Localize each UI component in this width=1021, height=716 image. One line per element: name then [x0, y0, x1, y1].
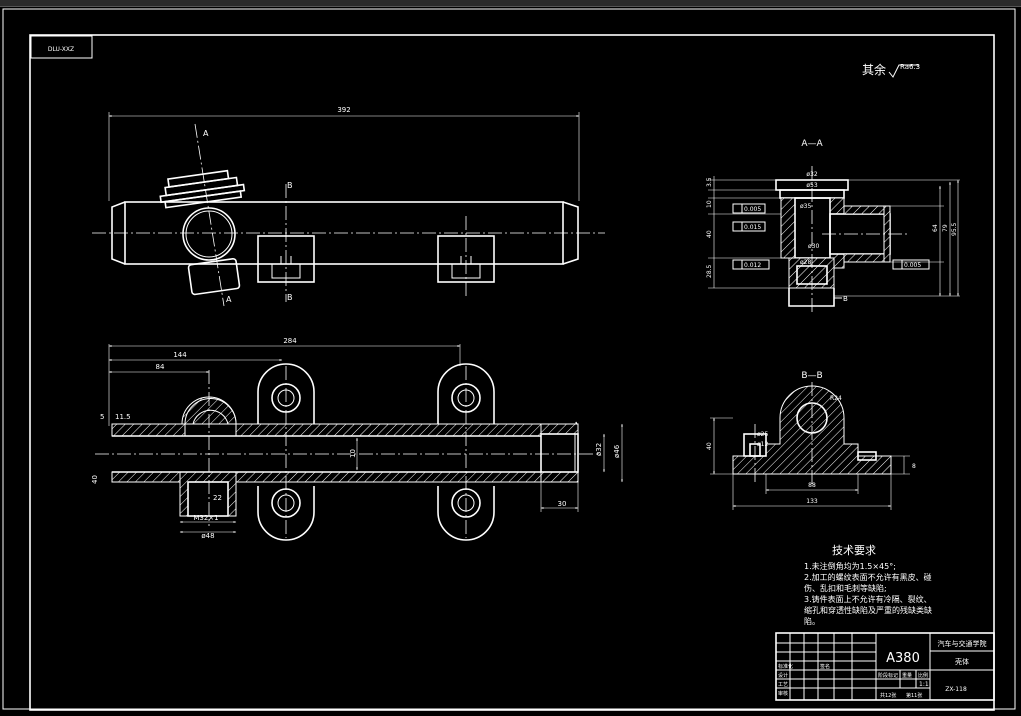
- roughness-note: 其余: [862, 62, 886, 77]
- tb-sheet-no: 第11张: [906, 692, 922, 699]
- tb-approver: 工艺: [778, 682, 788, 688]
- tb-material: A380: [886, 651, 920, 666]
- aa-dim-inner-1: ø35: [800, 203, 811, 210]
- dim-284: 284: [283, 337, 297, 345]
- tb-scale: 1:1: [919, 681, 929, 688]
- aa-tol-4: 0.005: [904, 262, 921, 269]
- tab-id-text: DLU-XXZ: [48, 46, 74, 53]
- dim-30: 30: [558, 500, 567, 508]
- aa-dim-top-1: ø32: [806, 171, 817, 178]
- tb-weight-label: 重量: [902, 672, 912, 679]
- dim-84: 84: [156, 363, 165, 371]
- aa-tol-3: 0.012: [744, 262, 761, 269]
- tech-req-item-1: 1.未注倒角均为1.5×45°;: [804, 561, 896, 571]
- bb-d12: ø12: [757, 441, 768, 448]
- aa-dim-inner-4: ø28: [800, 259, 811, 266]
- aa-dim-left-5: 40: [706, 230, 713, 238]
- main-view: 392 A A B B: [92, 106, 605, 307]
- aa-dim-left-2: 10: [706, 200, 713, 208]
- tab-box: [30, 35, 93, 59]
- aa-dim-79: 79: [942, 224, 949, 232]
- outer-frame: [2, 8, 1016, 710]
- tb-designer: 设计: [778, 672, 788, 679]
- aa-dim-inner-3: ø30: [808, 243, 819, 250]
- tech-req-item-4: 3.铸件表面上不允许有冷隔、裂纹、: [804, 594, 932, 604]
- tech-requirements: 技术要求 1.未注倒角均为1.5×45°; 2.加工的螺纹表面不允许有黑皮、碰 …: [804, 544, 932, 626]
- roughness-value: Ra6.3: [900, 63, 920, 71]
- bb-dim-88: 88: [808, 482, 816, 489]
- section-aa: A—A 3.5 10 40 28.5: [706, 139, 960, 312]
- aa-tol-2: 0.015: [744, 224, 761, 231]
- aa-dim-64: 64: [932, 224, 939, 232]
- dim-11-5: 11.5: [115, 413, 131, 421]
- section-aa-title: A—A: [801, 139, 823, 149]
- tech-req-item-6: 陷。: [804, 616, 820, 626]
- aa-dim-left-6: 28.5: [706, 264, 713, 278]
- section-bb-title: B—B: [801, 371, 822, 381]
- tb-stage-label: 阶段标记: [878, 672, 898, 679]
- tech-req-item-3: 伤、乱扣和毛刺等缺陷;: [804, 583, 887, 593]
- dim-10: 10: [349, 449, 357, 458]
- bb-dim-40: 40: [706, 442, 713, 450]
- dim-5: 5: [100, 413, 104, 421]
- tb-checker: 审核: [778, 690, 788, 697]
- section-mark-b-top: B: [287, 181, 293, 190]
- inner-frame: [29, 34, 995, 711]
- tb-drawing-no: ZX-118: [945, 686, 967, 693]
- dim-48: ø48: [201, 532, 214, 540]
- aa-dim-top-2: ø53: [806, 182, 817, 189]
- window-top-strip: [0, 0, 1021, 7]
- bottom-view: 284 144 84 5 11.5 40: [91, 337, 623, 541]
- aa-datum: B: [843, 295, 848, 303]
- aa-dim-95-5: 95.5: [951, 222, 958, 236]
- roughness-symbol: [888, 64, 919, 78]
- dim-overall-392: 392: [337, 106, 350, 114]
- dim-144: 144: [173, 351, 187, 359]
- bb-dim-133: 133: [806, 498, 818, 505]
- tb-scale-label: 比例: [918, 672, 928, 679]
- tb-sheets-total: 共12张: [880, 692, 896, 699]
- dim-40: 40: [91, 475, 99, 484]
- tech-req-title: 技术要求: [832, 544, 876, 557]
- bb-d25: ø25: [757, 431, 768, 438]
- tb-school: 汽车与交通学院: [938, 639, 987, 648]
- section-mark-a-bottom: A: [226, 295, 232, 304]
- dim-22: 22: [213, 494, 222, 502]
- dim-d32: ø32: [595, 443, 603, 456]
- dim-d46: ø46: [613, 444, 621, 458]
- dim-thread: M32×1: [193, 514, 218, 522]
- tb-part-name: 壳体: [955, 657, 969, 666]
- tb-sign: 签名: [820, 663, 830, 670]
- tb-std: 标准化: [778, 663, 793, 670]
- aa-tol-1: 0.005: [744, 206, 761, 213]
- bb-r24: R24: [830, 395, 842, 402]
- section-mark-a-top: A: [203, 129, 209, 138]
- section-bb: B—B R24 ø25 ø12 40 8 88 133: [706, 371, 916, 510]
- tech-req-item-5: 缩孔和穿透性缺陷及严重的残缺类缺: [804, 605, 932, 615]
- tech-req-item-2: 2.加工的螺纹表面不允许有黑皮、碰: [804, 572, 932, 582]
- section-mark-b-bottom: B: [287, 293, 293, 302]
- title-block: 设计 标准化 签名 审核 工艺 A380 汽车与交通学院 壳体 阶段标记 重量 …: [775, 632, 995, 701]
- bb-dim-8: 8: [912, 463, 916, 470]
- aa-dim-left-1: 3.5: [706, 177, 713, 187]
- cad-drawing-canvas: DLU-XXZ 其余 Ra6.3 392 A A: [2, 8, 1016, 711]
